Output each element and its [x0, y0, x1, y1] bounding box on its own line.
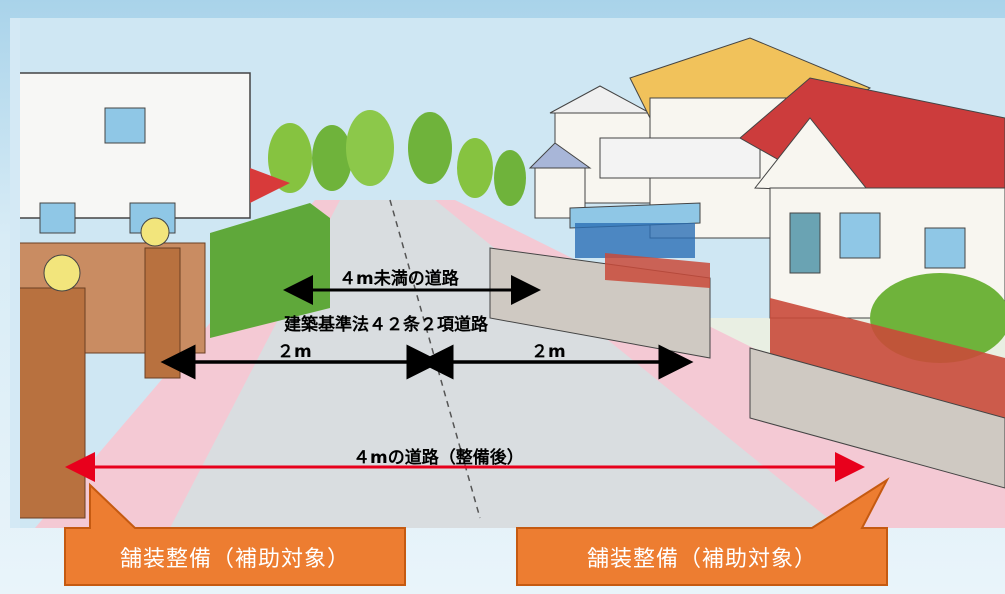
right-houses [489, 37, 1005, 489]
left-2m-label: ２m [277, 342, 312, 362]
article-42-label: 建築基準法４２条２項道路 [284, 315, 488, 335]
left-paving-callout: 舗装整備（補助対象） [60, 470, 410, 590]
right-callout-text: 舗装整備（補助対象） [586, 547, 817, 572]
background-trees [268, 110, 526, 206]
right-paving-callout: 舗装整備（補助対象） [512, 470, 892, 590]
left-building [10, 72, 290, 519]
left-callout-text: 舗装整備（補助対象） [119, 547, 350, 572]
right-2m-label: ２m [531, 342, 566, 362]
road-4m-label: ４mの道路（整備後） [353, 448, 524, 468]
under-4m-road-label: ４m未満の道路 [339, 269, 459, 289]
